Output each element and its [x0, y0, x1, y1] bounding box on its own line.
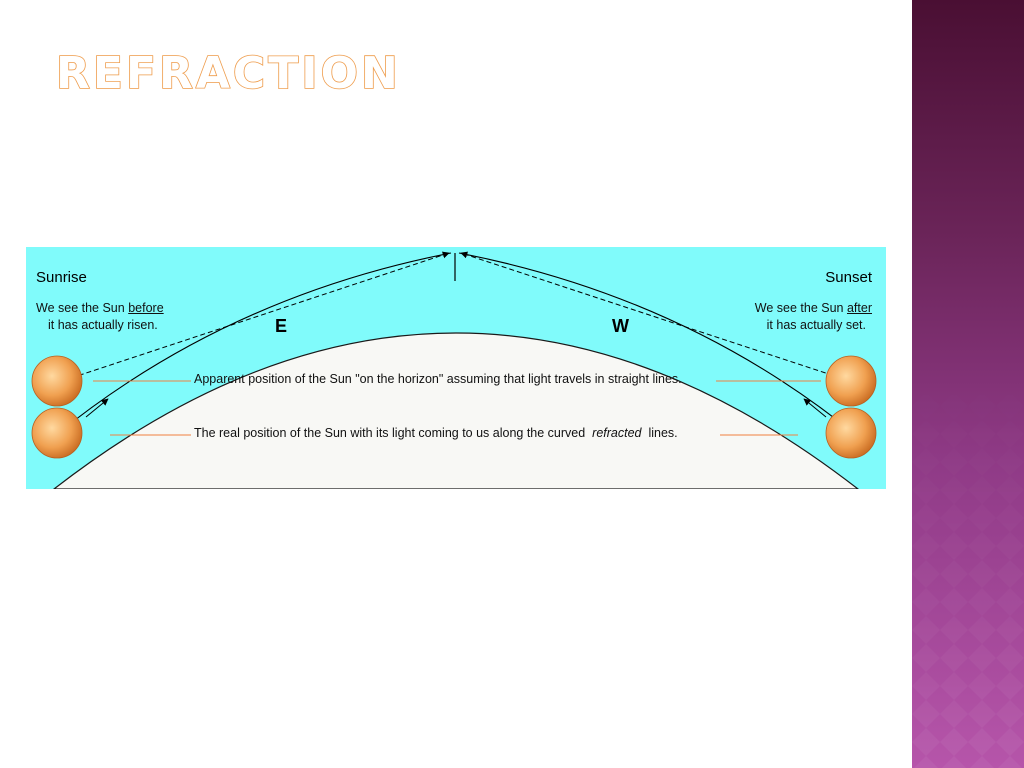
caption-real-emphasis: refracted [592, 426, 642, 440]
earth-surface [53, 332, 859, 489]
caption-real-suffix: lines. [648, 426, 678, 440]
sun-real-east [31, 407, 83, 459]
sun-apparent-west [825, 355, 877, 407]
sunrise-line-2: it has actually risen. [48, 318, 158, 332]
sunset-prefix: We see the Sun [754, 301, 844, 315]
apparent-line-east [55, 251, 450, 384]
caption-real-prefix: The real position of the Sun with its li… [194, 426, 586, 440]
sunrise-prefix: We see the Sun [36, 301, 125, 315]
sun-apparent-east [31, 355, 83, 407]
sunrise-emphasis: before [128, 301, 164, 315]
sun-real-west [825, 407, 877, 459]
compass-west: W [612, 316, 629, 336]
refraction-diagram: Sunrise We see the Sun before it has act… [26, 247, 886, 489]
refracted-arrow-east [85, 398, 109, 418]
decorative-side-band [912, 0, 1024, 768]
apparent-line-west [460, 251, 857, 384]
sunset-line-1: We see the Sun after [755, 301, 872, 316]
sunset-heading: Sunset [825, 269, 872, 286]
caption-apparent: Apparent position of the Sun "on the hor… [194, 372, 682, 386]
diamond-pattern [912, 0, 1024, 768]
sunset-emphasis: after [846, 301, 872, 315]
sunrise-line-1: We see the Sun before [36, 301, 164, 316]
compass-east: E [275, 316, 288, 336]
diagram-graphics [31, 251, 877, 489]
slide-title: REFRACTION [55, 48, 401, 99]
sunrise-heading: Sunrise [36, 269, 87, 286]
caption-real: The real position of the Sun with its li… [194, 426, 678, 441]
refracted-arrow-west [803, 398, 827, 418]
sunset-line-2: it has actually set. [766, 318, 866, 332]
